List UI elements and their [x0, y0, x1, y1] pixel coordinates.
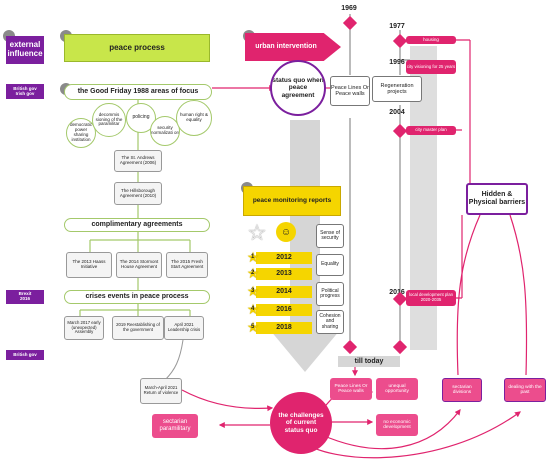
- challenges-circle: the challenges of current status quo: [270, 392, 332, 454]
- indicator-cohesion: Cohesion and sharing: [316, 310, 344, 334]
- urban-intervention-banner: urban intervention: [245, 33, 341, 61]
- gfa-item-decommissioning: decommis sioning of the paramilitar: [92, 103, 126, 137]
- star-icon: ★: [246, 318, 260, 335]
- report-year-row: 2012: [256, 252, 312, 264]
- indicator-security: Sense of security: [316, 224, 344, 248]
- gfa-item-democratic: democratic power sharing institution: [66, 118, 96, 148]
- star-number: 5: [251, 324, 255, 330]
- year-1996: 1996: [389, 59, 405, 67]
- indicator-equality: Equality: [316, 254, 344, 276]
- haass-initiative: The 2013 Haass Initiative: [66, 252, 112, 278]
- year-1969: 1969: [341, 5, 357, 13]
- hidden-physical-barriers: Hidden & Physical barriers: [466, 183, 528, 215]
- peace-monitoring-header: peace monitoring reports: [243, 186, 341, 216]
- gfa-item-human-rights: human right & equality: [176, 100, 212, 136]
- peace-lines-walls-challenge: Peace Lines Or Peace walls: [330, 378, 372, 400]
- report-year-row: 2014: [256, 286, 312, 298]
- star-icon: ★: [246, 264, 260, 281]
- crisis-april-2021: April 2021 Leadership crisis: [164, 316, 204, 340]
- star-number: 4: [251, 306, 255, 312]
- external-influence-label: external influence: [6, 36, 44, 64]
- report-year-row: 2016: [256, 304, 312, 316]
- smiley-icon: ☺: [276, 222, 296, 242]
- housing-tag: housing: [406, 36, 456, 44]
- star-outline-icon: ☆: [247, 220, 267, 245]
- big-down-arrow: [270, 120, 340, 372]
- gfa-item-security: security normalizati on: [150, 116, 180, 146]
- st-andrews-agreement: The St. Andrews Agreement (2006): [114, 150, 162, 172]
- sectarian-paramilitary: sectarian paramilitary: [152, 414, 198, 438]
- complimentary-agreements-header: complimentary agreements: [64, 218, 210, 232]
- crisis-march-2017: March 2017 early (unexpected) Assembly: [64, 316, 104, 340]
- indicator-political: Political progress: [316, 282, 344, 306]
- year-1977: 1977: [389, 23, 405, 31]
- local-dev-plan-tag: local development plan 2020-2035: [406, 290, 456, 306]
- regeneration-box: Regeneration projects: [372, 76, 422, 102]
- crisis-2019: 2019 Reestablishing of the government: [112, 316, 164, 340]
- crises-header: crises events in peace process: [64, 290, 210, 304]
- status-quo-circle: status quo when peace agreement: [270, 60, 326, 116]
- gfa-header: the Good Friday 1988 areas of focus: [64, 84, 212, 100]
- peace-process-header: peace process: [64, 34, 210, 62]
- fresh-start-agreement: The 2015 Fresh Start Agreement: [166, 252, 208, 278]
- star-number: 3: [251, 288, 255, 294]
- urban-intervention-label: urban intervention: [255, 43, 317, 51]
- tag-british-gov: British gov: [6, 350, 44, 360]
- dealing-with-the-past: dealing with the past: [504, 378, 546, 402]
- tag-brexit-2016: Brexit 2016: [6, 290, 44, 304]
- hillsborough-agreement: The Hillsborough Agreement (2010): [114, 182, 162, 205]
- stormont-house-agreement: The 2014 Stormont House Agreement: [116, 252, 162, 278]
- sectarian-divisions: sectarian divisions: [442, 378, 482, 402]
- report-year-row: 2018: [256, 322, 312, 334]
- star-icon: ★: [246, 282, 260, 299]
- peace-lines-box: Peace Lines Or Peace walls: [330, 76, 370, 106]
- star-number: 1: [251, 254, 255, 260]
- till-today-label: till today: [338, 356, 400, 367]
- tag-british-irish-gov: British gov Irish gov: [6, 84, 44, 99]
- city-visioning-tag: city visioning for 25 years: [406, 60, 456, 74]
- unequal-opportunity: unequal opportunity: [376, 378, 418, 400]
- star-icon: ★: [246, 300, 260, 317]
- star-number: 2: [251, 270, 255, 276]
- report-year-row: 2013: [256, 268, 312, 280]
- year-2016: 2016: [389, 289, 405, 297]
- star-icon: ★: [246, 248, 260, 265]
- no-economic-development: no economic development: [376, 414, 418, 436]
- crisis-march-april-2021: March-April 2021 Return of violence: [140, 378, 182, 404]
- city-master-plan-tag: city master plan: [406, 126, 456, 135]
- year-2004: 2004: [389, 109, 405, 117]
